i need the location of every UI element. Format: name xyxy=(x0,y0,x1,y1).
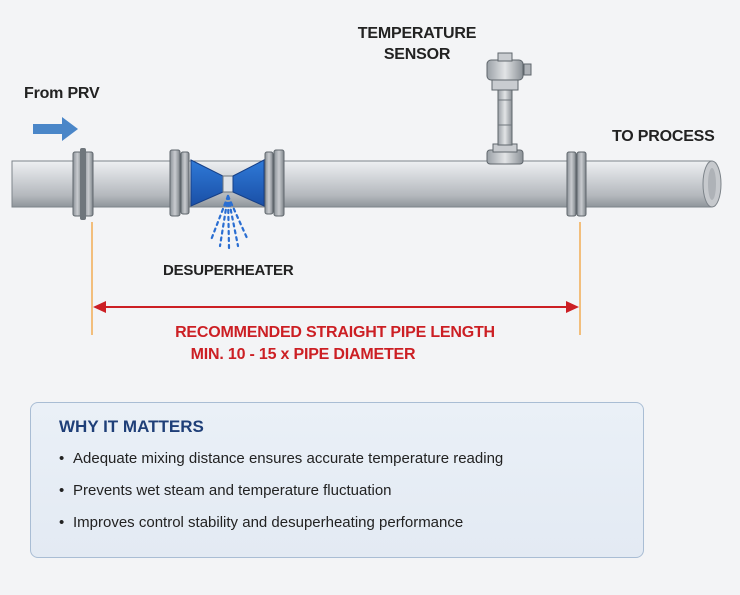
spray-nozzle-icon xyxy=(209,194,249,250)
why-it-matters-panel: WHY IT MATTERS •Adequate mixing distance… xyxy=(30,402,644,558)
piping-diagram xyxy=(11,52,722,335)
from-prv-label: From PRV xyxy=(24,85,100,102)
flange-desuperheater-right xyxy=(264,149,285,217)
recommended-length-label: RECOMMENDED STRAIGHT PIPE LENGTH MIN. 10… xyxy=(175,324,495,363)
flow-arrow-icon xyxy=(33,117,78,141)
panel-title: WHY IT MATTERS xyxy=(59,417,204,436)
temperature-sensor-label: TEMPERATURE SENSOR xyxy=(357,25,477,63)
main-pipe xyxy=(11,160,713,208)
reason-list: •Adequate mixing distance ensures accura… xyxy=(59,448,615,544)
list-item: •Improves control stability and desuperh… xyxy=(59,512,615,544)
list-item: •Adequate mixing distance ensures accura… xyxy=(59,448,615,480)
desuperheater-label: DESUPERHEATER xyxy=(163,262,294,279)
dimension-line xyxy=(93,301,579,313)
flange-inlet xyxy=(72,148,94,220)
list-item: •Prevents wet steam and temperature fluc… xyxy=(59,480,615,512)
desuperheater-icon xyxy=(190,159,265,207)
bullet-icon: • xyxy=(59,482,65,499)
to-process-label: TO PROCESS xyxy=(612,128,715,145)
temperature-sensor-icon xyxy=(486,52,532,165)
bullet-icon: • xyxy=(59,514,65,531)
flange-outlet xyxy=(566,151,587,217)
flange-desuperheater-left xyxy=(169,149,190,217)
bullet-icon: • xyxy=(59,450,65,467)
